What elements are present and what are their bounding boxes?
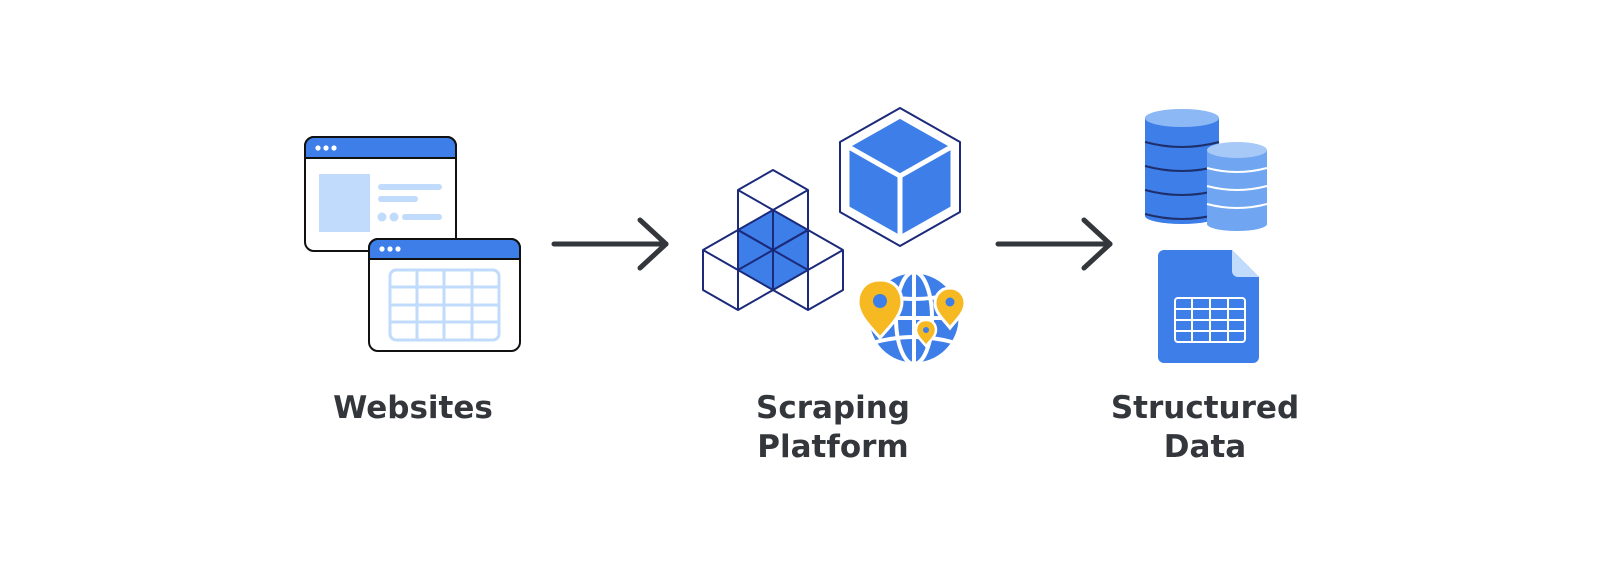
database-spreadsheet-icon: [1144, 109, 1268, 363]
location-pin-icon: [856, 278, 904, 341]
step-label-line: Structured: [1110, 390, 1300, 426]
step-label-websites: Websites: [283, 389, 543, 428]
database-icon: [1144, 109, 1220, 224]
spreadsheet-document-icon: [1158, 250, 1259, 363]
step-label-structured-data: Structured Data: [1075, 389, 1335, 467]
cubes-network-icon: [702, 107, 967, 366]
step-label-line: Data: [1163, 429, 1247, 465]
location-pin-icon: [914, 318, 938, 349]
solid-cube-icon: [839, 107, 961, 247]
table-grid-icon: [388, 268, 501, 342]
database-icon: [1206, 142, 1268, 231]
step-label-line: Websites: [333, 390, 493, 426]
browser-window-back: [304, 136, 457, 252]
location-pin-icon: [933, 286, 967, 331]
step-label-scraping-platform: Scraping Platform: [703, 389, 963, 467]
browser-windows-icon: [304, 136, 521, 352]
right-arrow-icon: [551, 217, 669, 271]
step-label-line: Platform: [757, 429, 909, 465]
right-arrow-icon: [995, 217, 1113, 271]
step-label-line: Scraping: [756, 390, 910, 426]
browser-window-front: [368, 238, 521, 352]
wireframe-cubes-icon: [702, 169, 844, 311]
